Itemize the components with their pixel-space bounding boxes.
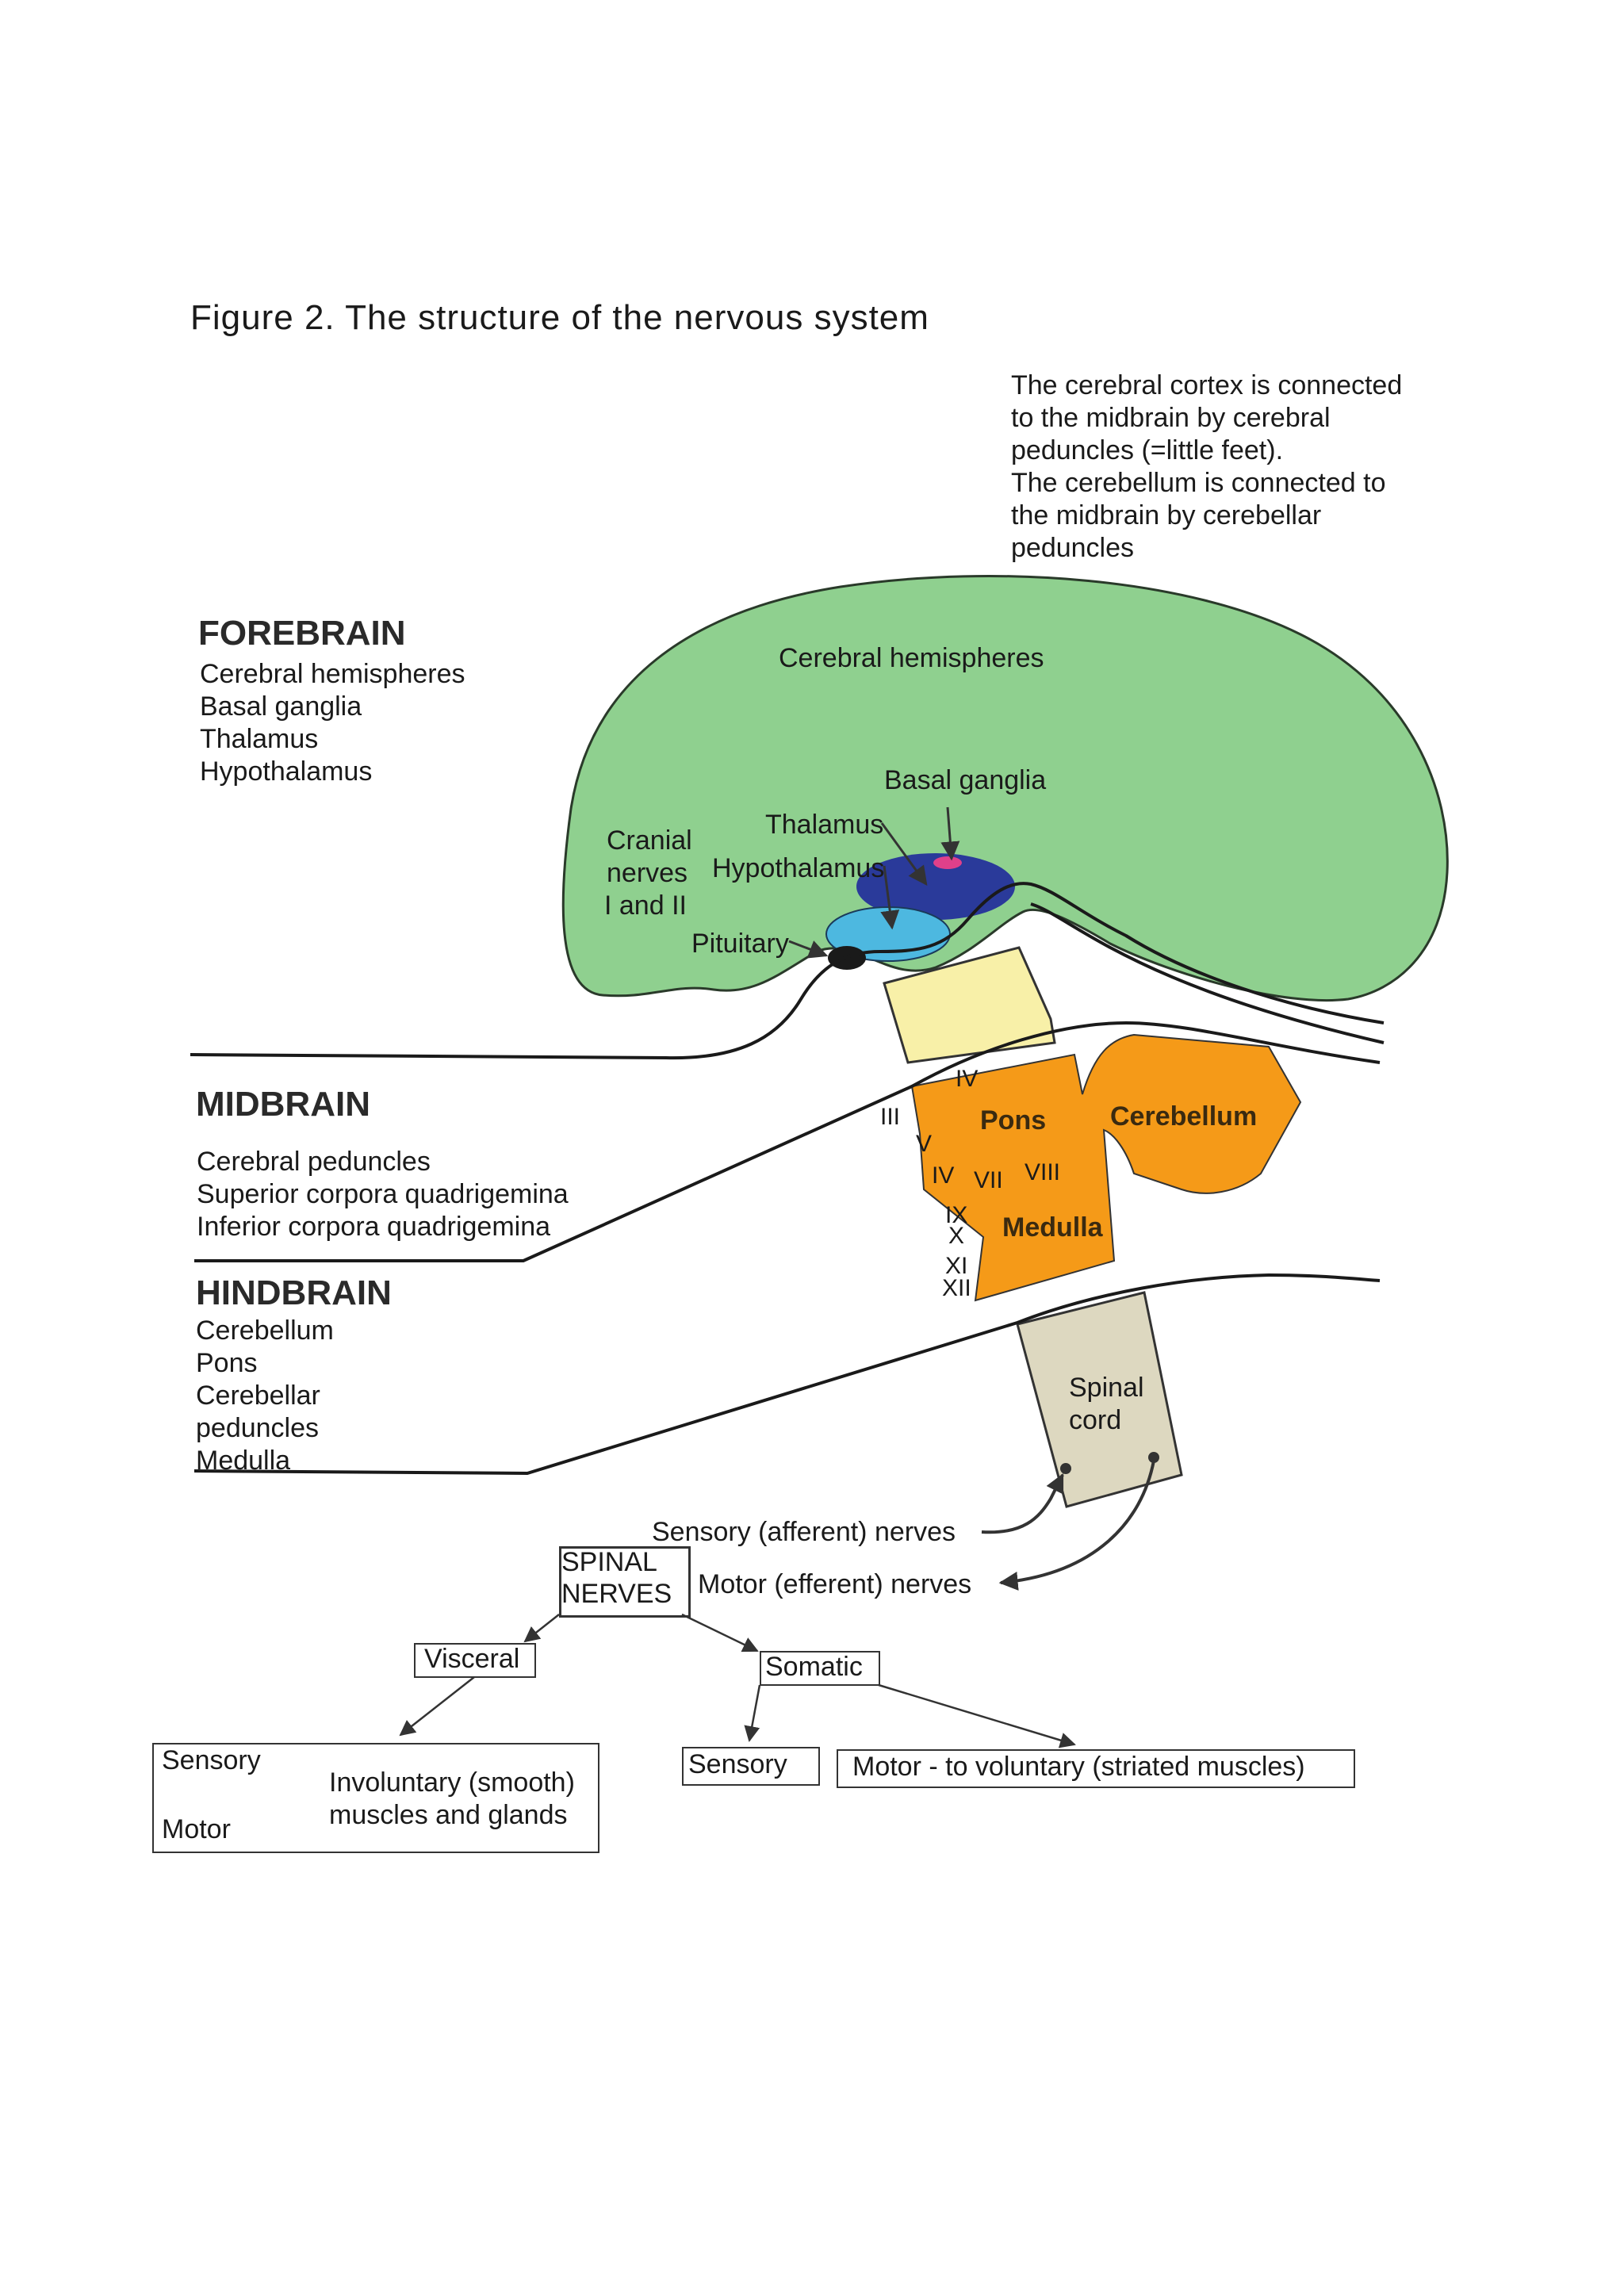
visceral-motor-label: Motor xyxy=(162,1814,231,1844)
thalamus-label: Thalamus xyxy=(765,810,884,840)
pituitary-label: Pituitary xyxy=(691,929,789,959)
note-line-6: peduncles xyxy=(1011,533,1135,563)
midbrain-hindbrain-boundary xyxy=(194,1021,1381,1262)
spinal-cord-label: cord xyxy=(1069,1405,1122,1435)
nerve-ix-label: IX xyxy=(945,1202,968,1228)
cranial-nerves-label: Cranial xyxy=(607,825,692,856)
motor-nerve-arc xyxy=(998,1460,1155,1591)
spinal-cord-label: Spinal xyxy=(1069,1373,1144,1403)
forebrain-midbrain-boundary xyxy=(190,882,1385,1060)
pituitary-pointer xyxy=(788,940,829,959)
note-line-3: peduncles (=little feet). xyxy=(1011,435,1284,465)
basal-ganglia-label: Basal ganglia xyxy=(884,765,1047,795)
nerve-xii-label: XII xyxy=(942,1275,971,1301)
note-line-5: the midbrain by cerebellar xyxy=(1011,500,1322,530)
midbrain-item: Inferior corpora quadrigemina xyxy=(197,1212,551,1242)
forebrain-item: Hypothalamus xyxy=(200,756,373,787)
cerebellum-label: Cerebellum xyxy=(1110,1101,1258,1132)
hindbrain-item: Pons xyxy=(196,1348,258,1378)
midbrain-item: Cerebral peduncles xyxy=(197,1147,431,1177)
cranial-nerves-label: nerves xyxy=(607,858,688,888)
arrow-to-somatic xyxy=(681,1613,759,1653)
cerebral-hemispheres-label: Cerebral hemispheres xyxy=(779,643,1044,673)
hindbrain-item: peduncles xyxy=(196,1413,320,1443)
forebrain-item: Thalamus xyxy=(200,724,319,754)
hindbrain-lower-boundary xyxy=(193,1273,1381,1476)
nerve-iv-top-label: IV xyxy=(956,1066,979,1092)
hindbrain-item: Cerebellar xyxy=(196,1381,320,1411)
motor-efferent-label: Motor (efferent) nerves xyxy=(698,1569,972,1599)
medulla-label: Medulla xyxy=(1002,1212,1103,1243)
hypothalamus-label: Hypothalamus xyxy=(712,853,885,883)
spinal-nerves-box-label: SPINAL xyxy=(561,1547,657,1577)
note-line-1: The cerebral cortex is connected xyxy=(1011,370,1403,400)
somatic-box xyxy=(760,1651,880,1686)
somatic-sensory-label: Sensory xyxy=(688,1749,787,1779)
arrow-to-visceral xyxy=(523,1614,560,1643)
note-line-2: to the midbrain by cerebral xyxy=(1011,403,1331,433)
sensory-afferent-label: Sensory (afferent) nerves xyxy=(652,1517,956,1547)
basal-ganglia-shape xyxy=(933,856,962,869)
upper-boundary-top xyxy=(1030,902,1385,1044)
nerve-viii-label: VIII xyxy=(1025,1159,1061,1185)
pons-label: Pons xyxy=(980,1105,1047,1136)
forebrain-item: Cerebral hemispheres xyxy=(200,659,465,689)
forebrain-heading: FOREBRAIN xyxy=(198,614,406,653)
midbrain-item: Superior corpora quadrigemina xyxy=(197,1179,569,1209)
nerve-x-label: X xyxy=(948,1223,965,1249)
thalamus-pointer xyxy=(880,822,928,886)
forebrain-item: Basal ganglia xyxy=(200,691,362,722)
somatic-label: Somatic xyxy=(765,1652,863,1682)
involuntary-muscles-label: Involuntary (smooth) xyxy=(329,1767,575,1798)
spinal-nerves-box xyxy=(559,1546,691,1618)
figure-title: Figure 2. The structure of the nervous s… xyxy=(190,298,929,337)
visceral-label: Visceral xyxy=(424,1644,520,1674)
nerve-vii-label: VII xyxy=(974,1167,1003,1193)
somatic-sensory-box xyxy=(682,1747,820,1786)
spinal-cord-shape xyxy=(1016,1291,1183,1508)
nerve-iv-label: IV xyxy=(932,1162,955,1189)
hindbrain-item: Medulla xyxy=(196,1446,291,1476)
spinal-nerves-box-label: NERVES xyxy=(561,1579,672,1609)
somatic-motor-label: Motor - to voluntary (striated muscles) xyxy=(852,1752,1305,1782)
somatic-motor-box xyxy=(837,1749,1355,1788)
hindbrain-heading: HINDBRAIN xyxy=(196,1273,392,1312)
note-line-4: The cerebellum is connected to xyxy=(1011,468,1386,498)
hypothalamus-pointer xyxy=(880,865,900,930)
nerve-xi-label: XI xyxy=(945,1253,968,1279)
basal-ganglia-pointer xyxy=(940,806,960,861)
visceral-detail-box xyxy=(152,1743,599,1853)
nerve-iii-label: III xyxy=(880,1104,901,1130)
midbrain-heading: MIDBRAIN xyxy=(196,1085,370,1124)
thalamus-shape xyxy=(856,853,1015,920)
visceral-box xyxy=(414,1643,536,1678)
hindbrain-shape xyxy=(910,1033,1302,1302)
visceral-sensory-label: Sensory xyxy=(162,1745,261,1775)
arrow-to-visceral-detail xyxy=(399,1676,475,1737)
sensory-nerve-arc xyxy=(981,1473,1064,1534)
nerve-v-label: V xyxy=(916,1131,933,1157)
arrow-to-somatic-motor xyxy=(878,1683,1076,1748)
arrow-to-somatic-sensory xyxy=(744,1684,761,1742)
involuntary-muscles-label: muscles and glands xyxy=(329,1800,568,1830)
hindbrain-item: Cerebellum xyxy=(196,1316,334,1346)
cranial-nerves-label: I and II xyxy=(604,890,687,921)
